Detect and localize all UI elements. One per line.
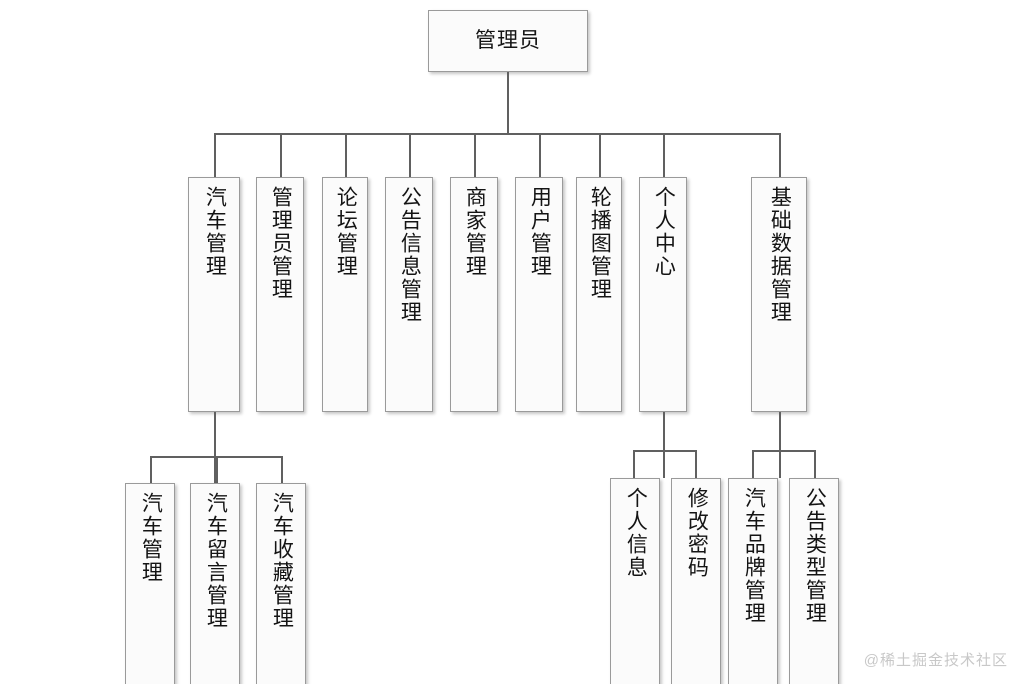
connector-drop-car-message-mgmt: [216, 456, 218, 483]
node-label: 汽车留言管理: [204, 492, 228, 630]
node-car-brand-mgmt[interactable]: 汽车品牌管理: [728, 478, 778, 684]
node-basic-data-mgmt[interactable]: 基础数据管理: [751, 177, 807, 412]
node-label: 汽车品牌管理: [742, 487, 766, 625]
node-label: 论坛管理: [334, 186, 358, 278]
node-car-message-mgmt[interactable]: 汽车留言管理: [190, 483, 240, 684]
node-personal-center[interactable]: 个人中心: [639, 177, 687, 412]
connector-root-stem: [507, 72, 509, 133]
connector-drop-car-mgmt: [214, 133, 216, 177]
node-carousel-mgmt[interactable]: 轮播图管理: [576, 177, 622, 412]
node-notice-info-mgmt[interactable]: 公告信息管理: [385, 177, 433, 412]
connector-drop-car-mgmt-child: [150, 456, 152, 483]
node-admin-mgmt[interactable]: 管理员管理: [256, 177, 304, 412]
connector-bar-personal-children: [633, 450, 697, 452]
node-user-mgmt[interactable]: 用户管理: [515, 177, 563, 412]
connector-drop-admin-mgmt: [280, 133, 282, 177]
node-label: 个人中心: [652, 186, 676, 278]
connector-drop-merchant-mgmt: [474, 133, 476, 177]
connector-drop-user-mgmt: [539, 133, 541, 177]
node-change-password[interactable]: 修改密码: [671, 478, 721, 684]
node-car-favorite-mgmt[interactable]: 汽车收藏管理: [256, 483, 306, 684]
node-label: 轮播图管理: [588, 186, 612, 301]
node-car-mgmt[interactable]: 汽车管理: [188, 177, 240, 412]
connector-drop-forum-mgmt: [345, 133, 347, 177]
node-forum-mgmt[interactable]: 论坛管理: [322, 177, 368, 412]
node-label: 公告信息管理: [398, 186, 422, 324]
watermark: @稀土掘金技术社区: [863, 652, 1008, 669]
connector-drop-change-password: [695, 450, 697, 478]
node-label: 个人信息: [624, 487, 648, 579]
node-label: 汽车管理: [139, 492, 163, 584]
connector-drop-carousel-mgmt: [599, 133, 601, 177]
node-label: 用户管理: [528, 186, 552, 278]
connector-level2-bar: [214, 133, 780, 135]
node-personal-info[interactable]: 个人信息: [610, 478, 660, 684]
connector-drop-personal-center: [663, 133, 665, 177]
connector-drop-basic-data-mgmt: [779, 133, 781, 177]
node-label: 基础数据管理: [768, 186, 792, 324]
node-label: 管理员管理: [269, 186, 293, 301]
node-label: 管理员: [475, 28, 541, 52]
connector-stem-basic-data-mgmt: [779, 412, 781, 478]
node-label: 商家管理: [463, 186, 487, 278]
node-label: 汽车收藏管理: [270, 492, 294, 630]
node-root-administrator[interactable]: 管理员: [428, 10, 588, 72]
node-label: 修改密码: [685, 487, 709, 579]
node-notice-type-mgmt[interactable]: 公告类型管理: [789, 478, 839, 684]
connector-stem-car-mgmt: [214, 412, 216, 483]
connector-drop-car-favorite-mgmt: [281, 456, 283, 483]
node-label: 公告类型管理: [803, 487, 827, 625]
node-merchant-mgmt[interactable]: 商家管理: [450, 177, 498, 412]
connector-drop-personal-info: [633, 450, 635, 478]
connector-drop-car-brand-mgmt: [752, 450, 754, 478]
connector-bar-basic-children: [752, 450, 816, 452]
node-label: 汽车管理: [203, 186, 227, 278]
connector-drop-notice-info-mgmt: [409, 133, 411, 177]
connector-drop-notice-type-mgmt: [814, 450, 816, 478]
connector-stem-personal-center: [663, 412, 665, 478]
node-car-mgmt-child[interactable]: 汽车管理: [125, 483, 175, 684]
